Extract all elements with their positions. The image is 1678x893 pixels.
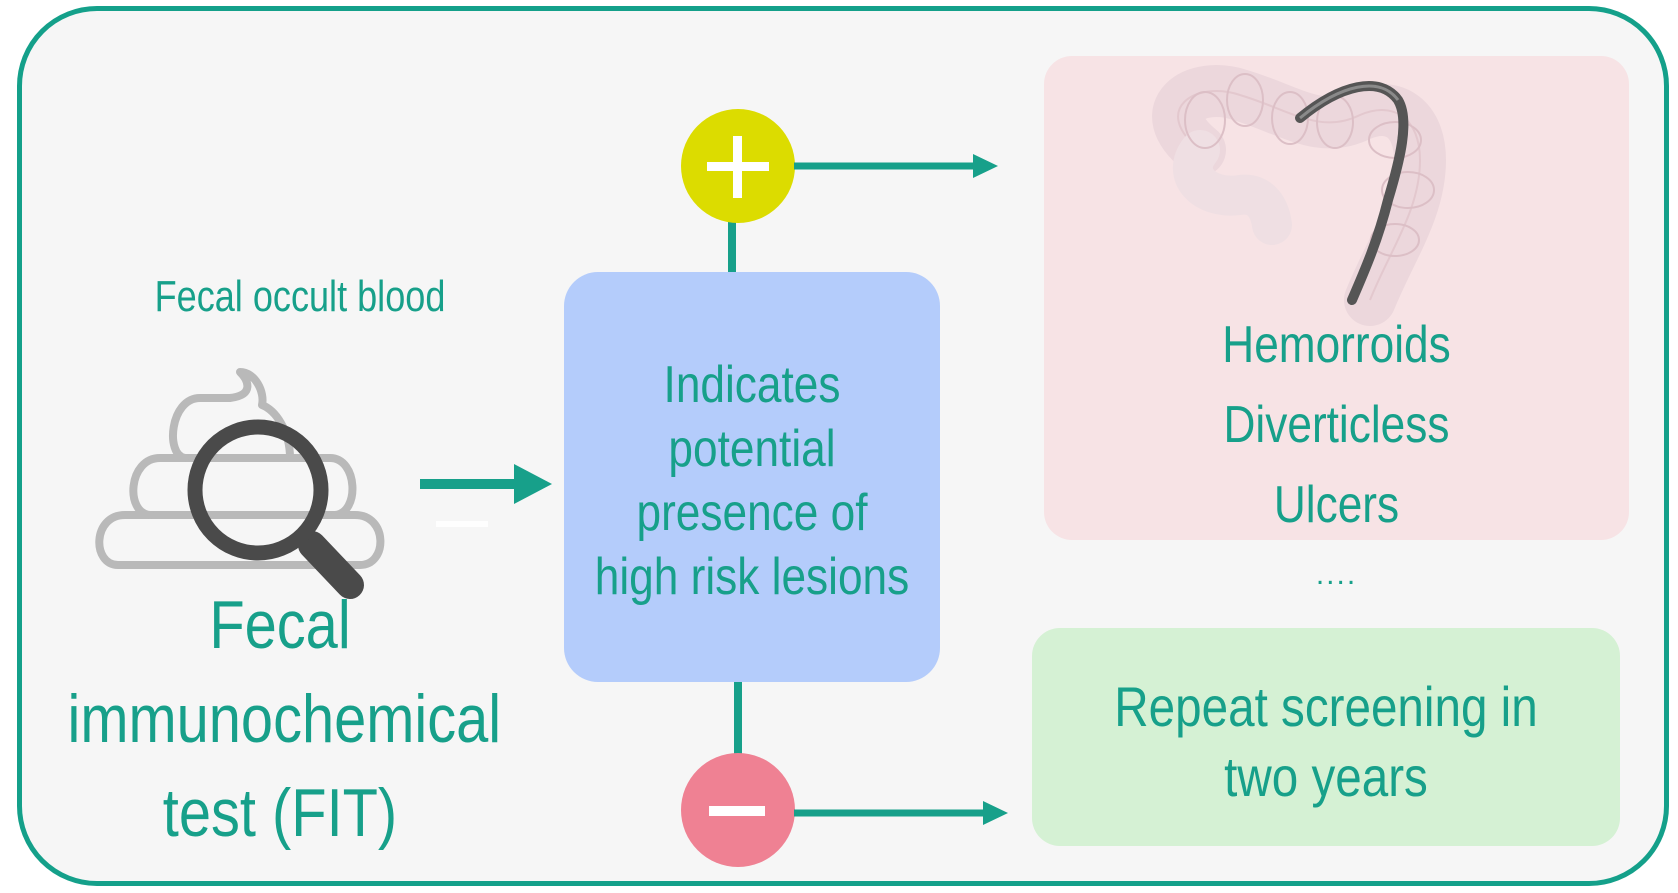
negative-node [681,753,795,867]
arrow-fit-to-result [420,464,552,504]
condition-item: Hemorroids [1222,316,1451,374]
condition-item: Diverticless [1223,396,1450,454]
condition-item: Ulcers [1273,476,1400,534]
magnifier-icon [187,419,364,599]
positive-node [681,109,795,223]
faint-dash [436,521,488,527]
result-line: presence of [636,484,868,542]
conditions-more: .... [1315,558,1358,591]
fit-title-line: test (FIT) [162,775,398,851]
stool-icon [95,368,385,569]
action-text: Repeat screening in two years [1076,672,1576,812]
fit-title: Fecal immunochemical test (FIT) [67,578,502,860]
result-line: high risk lesions [594,548,910,606]
result-text: Indicates potential presence of high ris… [592,353,912,609]
colon-illustration [1152,65,1447,326]
conditions-list: Hemorroids Diverticless Ulcers [1088,305,1585,545]
fecal-occult-blood-label: Fecal occult blood [154,272,446,321]
fit-title-line: immunochemical [67,681,502,757]
result-box [564,272,940,682]
action-line: Repeat screening in [1114,675,1538,738]
result-line: Indicates [663,356,841,414]
fit-title-line: Fecal [209,587,351,663]
arrow-negative [794,801,1008,825]
action-line: two years [1224,745,1428,808]
arrow-positive [794,154,998,178]
action-box [1032,628,1620,846]
result-line: potential [668,420,836,478]
